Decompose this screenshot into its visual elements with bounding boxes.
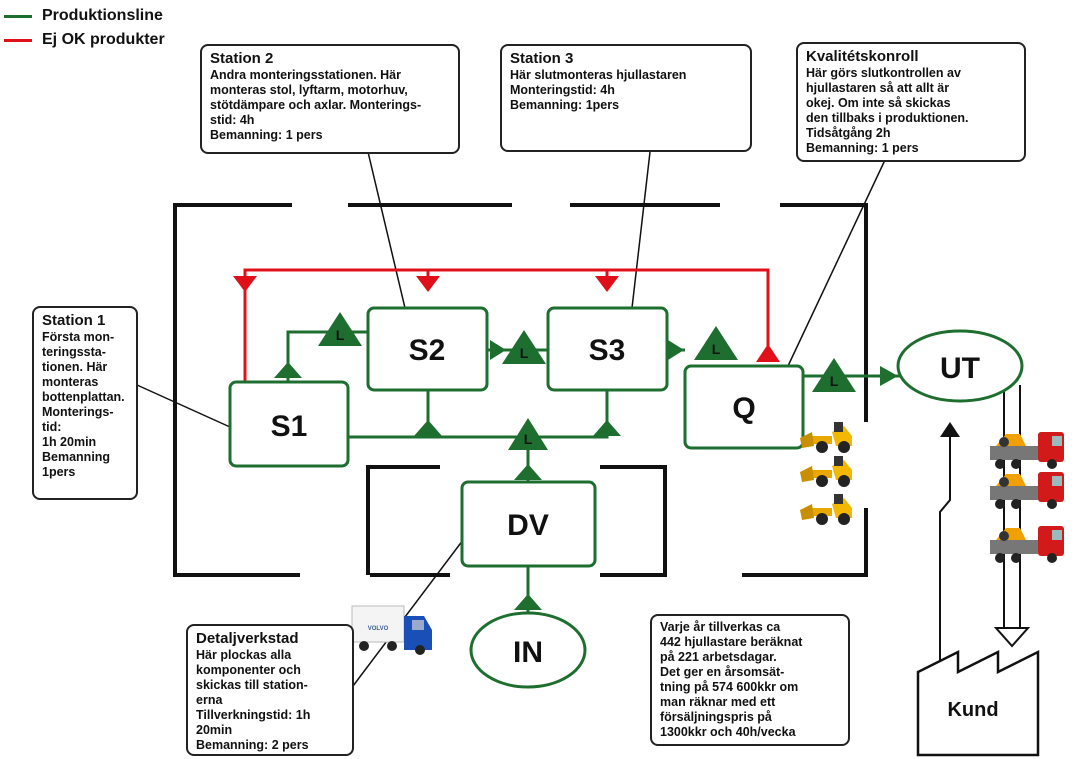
legend-item-defect: Ej OK produkter xyxy=(4,28,165,52)
note-body: Varje år tillverkas ca 442 hjullastare b… xyxy=(660,620,803,739)
node-s1: S1 xyxy=(228,380,350,468)
legend: Produktionsline Ej OK produkter xyxy=(4,4,165,52)
callout-lines xyxy=(136,151,886,691)
flow-arrow-icon xyxy=(668,340,684,360)
flow-arrow-icon xyxy=(274,362,302,378)
building-walls xyxy=(173,203,868,577)
note-body: Här slutmonteras hjullastaren Monterings… xyxy=(510,68,687,112)
node-q: Q xyxy=(683,364,805,450)
note-station-3: Station 3 Här slutmonteras hjullastaren … xyxy=(500,44,752,152)
svg-text:L: L xyxy=(336,327,345,343)
svg-text:L: L xyxy=(712,341,721,357)
svg-text:S2: S2 xyxy=(409,334,446,367)
svg-text:L: L xyxy=(520,345,529,361)
storage-marker: L xyxy=(508,418,548,450)
flow-arrow-icon xyxy=(593,420,621,436)
defect-arrow-icon xyxy=(595,276,619,292)
flow-arrow-icon xyxy=(490,340,506,360)
lorry-icon xyxy=(990,472,1064,509)
wheel-loader-icon xyxy=(800,494,852,525)
note-body: Andra monteringsstationen. Här monteras … xyxy=(210,68,422,142)
note-workshop: Detaljverkstad Här plockas alla komponen… xyxy=(186,624,354,756)
svg-text:Kund: Kund xyxy=(947,699,998,721)
node-ut: UT xyxy=(896,329,1024,403)
legend-item-production: Produktionsline xyxy=(4,4,165,28)
defect-arrow-icon xyxy=(416,276,440,292)
svg-text:L: L xyxy=(524,431,533,447)
legend-label: Produktionsline xyxy=(42,7,163,24)
node-s2: S2 xyxy=(366,306,489,392)
note-body: Här plockas alla komponenter och skickas… xyxy=(196,648,311,752)
svg-text:Q: Q xyxy=(732,392,755,425)
note-body: Här görs slutkontrollen av hjullastaren … xyxy=(806,66,969,155)
note-title: Detaljverkstad xyxy=(196,630,299,647)
note-title: Station 2 xyxy=(210,50,274,67)
defect-arrow-icon xyxy=(756,344,780,362)
arrow-up-icon xyxy=(940,422,960,437)
green-line-swatch xyxy=(4,14,32,18)
customer-factory: Kund xyxy=(916,649,1040,757)
svg-text:S3: S3 xyxy=(589,334,626,367)
svg-text:VOLVO: VOLVO xyxy=(368,626,389,632)
note-body: Första mon- teringssta- tionen. Här mont… xyxy=(42,330,125,479)
node-s3: S3 xyxy=(546,306,669,392)
flow-arrow-icon xyxy=(514,594,542,610)
flow-arrow-icon xyxy=(514,464,542,480)
note-station-1: Station 1 Första mon- teringssta- tionen… xyxy=(32,306,138,500)
wheel-loader-icon xyxy=(800,456,852,487)
note-quality-control: Kvalitétskonroll Här görs slutkontrollen… xyxy=(796,42,1026,162)
note-title: Station 3 xyxy=(510,50,574,67)
svg-text:UT: UT xyxy=(940,352,980,385)
svg-text:S1: S1 xyxy=(271,410,308,443)
legend-label: Ej OK produkter xyxy=(42,31,165,48)
svg-text:L: L xyxy=(830,373,839,389)
flow-arrow-icon xyxy=(414,420,442,436)
note-summary: Varje år tillverkas ca 442 hjullastare b… xyxy=(650,614,850,746)
delivery-truck-icon: VOLVO xyxy=(351,605,432,655)
svg-text:DV: DV xyxy=(507,509,549,542)
flow-arrow-icon xyxy=(880,366,898,386)
node-dv: DV xyxy=(460,480,597,568)
defect-arrow-icon xyxy=(233,276,257,292)
red-line-swatch xyxy=(4,38,32,42)
note-title: Kvalitétskonroll xyxy=(806,48,919,65)
storage-marker: L xyxy=(694,326,738,360)
lorry-icon xyxy=(990,526,1064,563)
svg-text:IN: IN xyxy=(513,636,543,669)
storage-marker: L xyxy=(502,330,546,364)
note-station-2: Station 2 Andra monteringsstationen. Här… xyxy=(200,44,460,154)
storage-marker: L xyxy=(318,312,362,346)
storage-marker: L xyxy=(812,358,856,392)
note-title: Station 1 xyxy=(42,312,106,329)
wheel-loader-icon xyxy=(800,422,852,453)
lorry-icon xyxy=(990,432,1064,469)
node-in: IN xyxy=(469,611,587,689)
